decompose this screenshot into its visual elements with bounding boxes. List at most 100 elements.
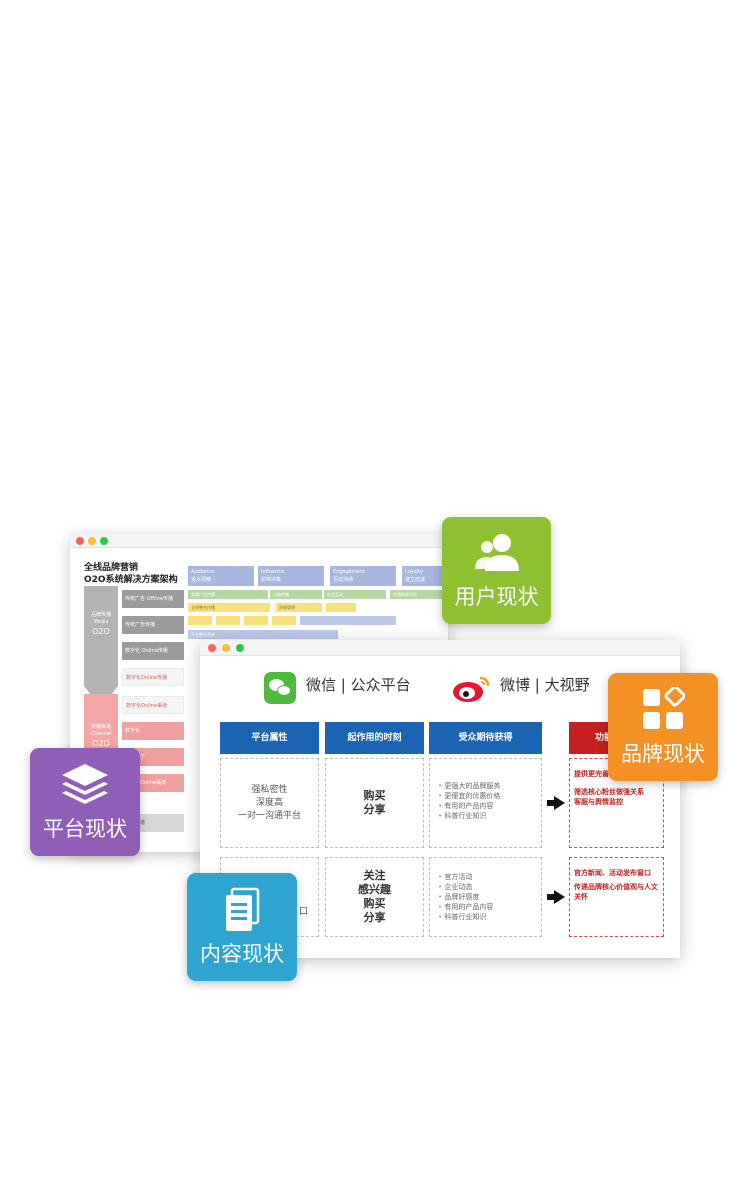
channel-label: 传播渠道 Channel O2O [84, 724, 118, 750]
column-header: 受众期待获得 [429, 722, 542, 754]
bullet-item: 更强大的品牌服务 [438, 781, 541, 791]
weibo-name: 微博 [500, 676, 531, 694]
column-header: 平台属性 [220, 722, 319, 754]
content-status-label: 内容现状 [200, 942, 284, 966]
minimize-dot[interactable] [222, 644, 230, 652]
weibo-icon [453, 676, 490, 702]
cell-text: 分享 [363, 803, 386, 816]
o2o-title-line1: 全线品牌营销 [84, 563, 139, 573]
brand-status-badge[interactable]: 品牌现状 [608, 673, 718, 781]
o2o-title: 全线品牌营销 O2O系统解决方案架构 [84, 562, 178, 586]
bar: 舆情管理 [276, 603, 322, 612]
bar: 口碑传播 [270, 590, 322, 599]
row-label: 数字化 Online传播 [122, 642, 184, 660]
row1-moment-cell: 购买 分享 [325, 758, 424, 848]
cell-text: 感兴趣 [358, 883, 391, 896]
media-label: 品牌传播 Media O2O [84, 612, 118, 638]
bullet-item: 科普行业知识 [438, 811, 541, 821]
close-dot[interactable] [208, 644, 216, 652]
cell-text: 购买 [363, 897, 386, 910]
row1-attr-cell: 强私密性 深度高 一对一沟通平台 [220, 758, 319, 848]
close-dot[interactable] [76, 537, 84, 545]
bar: 传播效果评估 [390, 590, 442, 599]
row-label: 数字化Online传播 [122, 668, 184, 686]
weibo-separator: | [534, 676, 540, 694]
cell-text: 口 [299, 907, 309, 917]
row2-expect-cell: 官方活动 企业动态 品牌好感度 有用的产品内容 科普行业知识 [429, 857, 542, 937]
header-en: Influence [261, 569, 285, 575]
platform-status-badge[interactable]: 平台现状 [30, 748, 140, 856]
user-status-badge[interactable]: 用户现状 [442, 517, 551, 624]
header-influence: Influence 影响决策 [258, 566, 324, 586]
cell-text: 一对一沟通平台 [237, 810, 301, 821]
bullet-item: 科普行业知识 [438, 912, 541, 922]
cell-text: 购买 [363, 789, 386, 802]
user-icon [474, 534, 519, 571]
maximize-dot[interactable] [100, 537, 108, 545]
bullet-item: 品牌好感度 [438, 892, 541, 902]
wechat-brand: 微信 | 公众平台 [306, 674, 411, 695]
bar: 品牌广告传播 [188, 590, 268, 599]
header-cn: 受众洞察 [191, 577, 212, 583]
row-label: 数字化 [122, 722, 184, 740]
front-window-titlebar [200, 640, 680, 656]
column-header: 起作用的时刻 [325, 722, 424, 754]
row1-expect-cell: 更强大的品牌服务 更便宜的优惠价格 有用的产品内容 科普行业知识 [429, 758, 542, 848]
wechat-name: 微信 [306, 676, 337, 694]
cell-text: 关注 [363, 869, 386, 882]
cell-text: 官方新闻、活动发布窗口 [574, 869, 651, 877]
content-status-badge[interactable]: 内容现状 [187, 873, 297, 981]
document-icon [226, 887, 260, 931]
bar: 社交互动 [324, 590, 386, 599]
platform-status-label: 平台现状 [43, 817, 127, 841]
channel-cn: 传播渠道 [90, 724, 111, 730]
bar-blank [244, 616, 268, 625]
bullet-item: 官方活动 [438, 872, 541, 882]
bar-blank [216, 616, 240, 625]
layers-icon [62, 764, 108, 804]
back-window-titlebar [70, 534, 448, 548]
header-audience: Audience 受众洞察 [188, 566, 254, 586]
media-cn: 品牌传播 [90, 612, 111, 618]
wechat-icon [264, 672, 296, 704]
header-cn: 互动沟通 [333, 577, 354, 583]
cell-text: 筛选核心粉丝做强关系 [574, 788, 644, 796]
header-en: Engagement [333, 569, 365, 575]
minimize-dot[interactable] [88, 537, 96, 545]
header-loyalty: Loyalty 建立忠诚 [402, 566, 448, 586]
bar-blank [326, 603, 356, 612]
arrow-right-icon [547, 890, 565, 904]
maximize-dot[interactable] [236, 644, 244, 652]
blocks-icon [643, 687, 685, 729]
row2-moment-cell: 关注 感兴趣 购买 分享 [325, 857, 424, 937]
arrow-right-icon [547, 796, 565, 810]
o2o-title-line2: O2O系统解决方案架构 [84, 575, 178, 585]
row-label: 传统广告 Offline传播 [122, 590, 184, 608]
cell-text: 深度高 [255, 797, 283, 808]
bar-blank [188, 616, 212, 625]
header-en: Loyalty [405, 569, 424, 575]
weibo-brand: 微博 | 大视野 [500, 674, 590, 695]
bullet-item: 有用的产品内容 [438, 801, 541, 811]
channel-en: Channel [90, 731, 112, 737]
media-en: Media [93, 619, 109, 625]
cell-text: 强私密性 [251, 784, 288, 795]
user-status-label: 用户现状 [454, 585, 539, 609]
cell-text: 提供更完善品牌服务 [574, 770, 637, 778]
header-engagement: Engagement 互动沟通 [330, 566, 396, 586]
row-label: 数字化Online渠道 [122, 696, 184, 714]
bar: 平台整合营销 [188, 630, 338, 639]
bullet-item: 更便宜的优惠价格 [438, 791, 541, 801]
weibo-sub: 大视野 [544, 676, 590, 694]
media-big: O2O [92, 627, 110, 636]
wechat-sub: 公众平台 [350, 676, 411, 694]
header-en: Audience [191, 569, 215, 575]
cell-text: 传递品牌核心价值观与人文关怀 [574, 883, 658, 901]
header-cn: 建立忠诚 [405, 577, 426, 583]
cell-text: 分享 [363, 911, 386, 924]
bar-blank [300, 616, 396, 625]
bar-blank [272, 616, 296, 625]
channel-big: O2O [92, 739, 110, 748]
wechat-separator: | [340, 676, 346, 694]
bullet-item: 企业动态 [438, 882, 541, 892]
